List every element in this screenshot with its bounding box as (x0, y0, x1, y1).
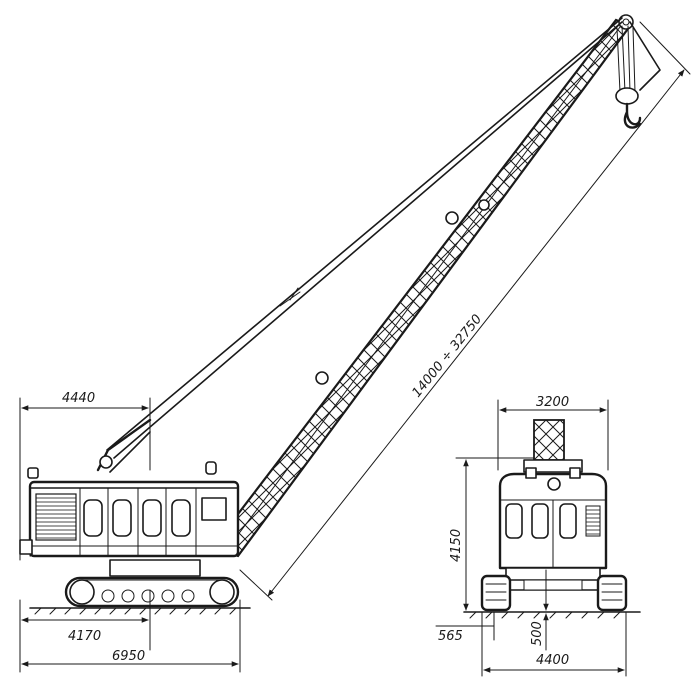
front-view: 3200 4150 565 500 4400 (435, 395, 641, 677)
dim-track-length: 4170 (21, 589, 151, 651)
dim-ground-clearance: 500 (530, 569, 549, 651)
front-boom-foot (523, 419, 583, 473)
label-500: 500 (530, 621, 545, 646)
dim-overall-length: 6950 (19, 599, 241, 673)
label-4150: 4150 (449, 529, 464, 562)
label-boom-length: 14000 ÷ 32750 (409, 312, 485, 401)
ground-front (463, 611, 641, 619)
dim-cab-width: 3200 (497, 395, 609, 471)
label-3200: 3200 (536, 395, 569, 410)
dim-cab-to-pivot: 4440 (19, 391, 151, 561)
machinery-house (19, 461, 240, 558)
dim-boom-length: 14000 ÷ 32750 (239, 21, 691, 601)
label-565: 565 (438, 629, 463, 644)
label-4440: 4440 (62, 391, 95, 406)
hook-block (615, 21, 661, 129)
label-6950: 6950 (112, 649, 145, 664)
front-undercarriage (480, 567, 628, 612)
front-cab (498, 467, 608, 570)
dim-track-gauge-width: 4400 (481, 611, 627, 677)
dim-height: 4150 (449, 457, 535, 611)
ground-side (29, 607, 251, 615)
side-view: 4440 4170 6950 14000 ÷ 32750 (19, 14, 691, 673)
label-4400: 4400 (536, 653, 569, 668)
crawler-track-side (64, 559, 240, 608)
label-4170: 4170 (68, 629, 101, 644)
dim-ground-clearance-left: 565 (435, 611, 495, 644)
